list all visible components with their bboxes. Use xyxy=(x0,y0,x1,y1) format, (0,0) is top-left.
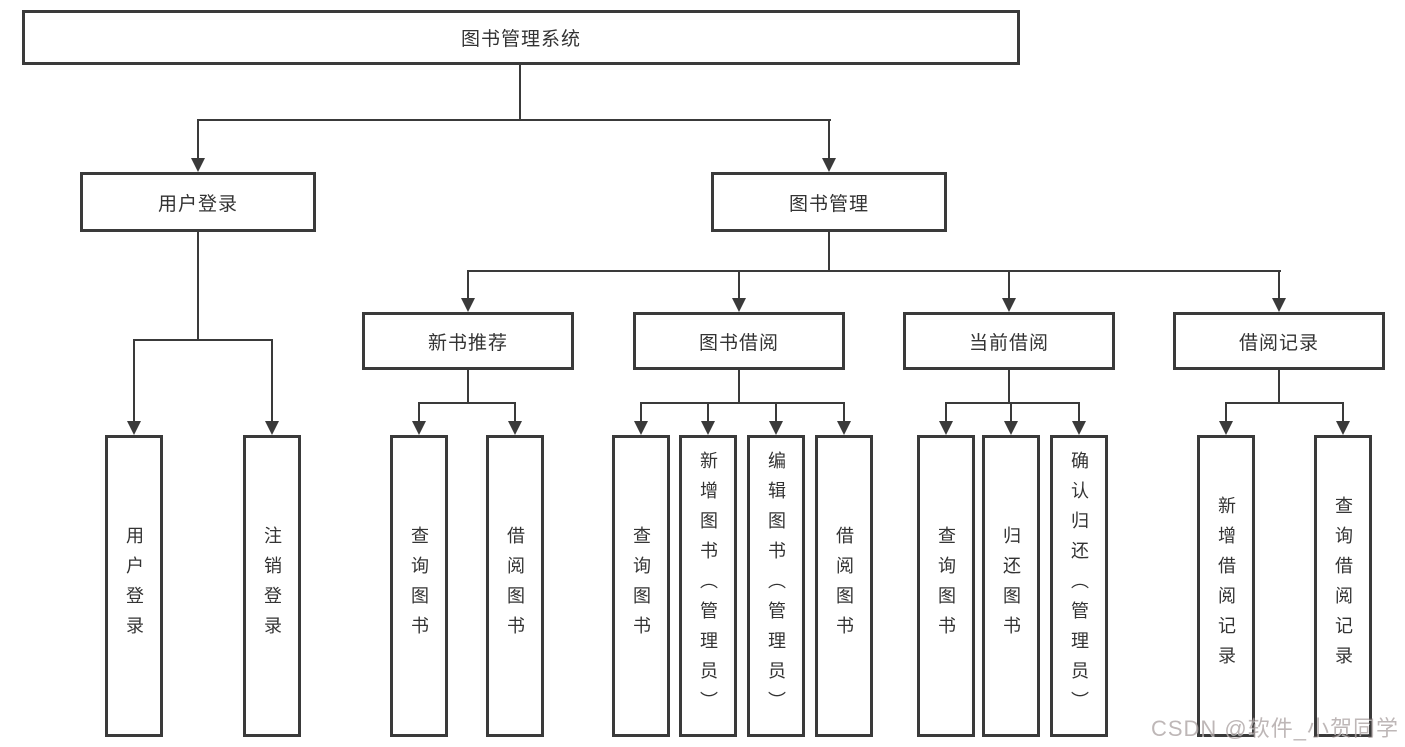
node-library-management-system: 图书管理系统 xyxy=(22,10,1020,65)
node-label: 借阅图书 xyxy=(505,526,525,646)
leaf-cb-confirm-return-admin: 确认归还（管理员） xyxy=(1050,435,1108,737)
arrowhead xyxy=(939,421,953,435)
node-label: 图书管理系统 xyxy=(460,29,581,50)
node-label: 借阅记录 xyxy=(1238,332,1319,354)
arrowhead xyxy=(127,421,141,435)
node-user-login: 用户登录 xyxy=(80,172,316,232)
node-label: 借阅图书 xyxy=(834,526,854,646)
connector-line xyxy=(133,339,135,423)
connector-line xyxy=(738,270,740,300)
connector-line xyxy=(197,232,199,340)
leaf-bb-edit-book-admin: 编辑图书（管理员） xyxy=(747,435,805,737)
connector-line xyxy=(133,339,273,341)
arrowhead xyxy=(265,421,279,435)
connector-line xyxy=(418,402,420,423)
node-label: 确认归还（管理员） xyxy=(1069,451,1089,721)
arrowhead xyxy=(1336,421,1350,435)
node-borrowing-records: 借阅记录 xyxy=(1173,312,1385,370)
connector-line xyxy=(271,339,273,423)
connector-line xyxy=(1342,402,1344,423)
node-label: 查询图书 xyxy=(631,526,651,646)
connector-line xyxy=(1225,402,1344,404)
leaf-bb-add-book-admin: 新增图书（管理员） xyxy=(679,435,737,737)
connector-line xyxy=(418,402,516,404)
node-label: 查询图书 xyxy=(409,526,429,646)
leaf-cb-query-book: 查询图书 xyxy=(917,435,975,737)
connector-line xyxy=(1010,402,1012,423)
arrowhead xyxy=(461,298,475,312)
node-label: 图书借阅 xyxy=(698,332,779,354)
connector-line xyxy=(640,402,642,423)
leaf-rec-query-book: 查询图书 xyxy=(390,435,448,737)
connector-line xyxy=(1278,270,1280,300)
connector-line xyxy=(1225,402,1227,423)
node-label: 新增借阅记录 xyxy=(1216,496,1236,676)
connector-line xyxy=(514,402,516,423)
arrowhead xyxy=(1219,421,1233,435)
arrowhead xyxy=(1272,298,1286,312)
connector-line xyxy=(1008,270,1010,300)
arrowhead xyxy=(634,421,648,435)
connector-line xyxy=(828,232,830,272)
connector-line xyxy=(467,270,1281,272)
connector-line xyxy=(945,402,1080,404)
arrowhead xyxy=(732,298,746,312)
connector-line xyxy=(197,119,831,121)
node-label: 用户登录 xyxy=(124,526,144,646)
node-label: 归还图书 xyxy=(1001,526,1021,646)
arrowhead xyxy=(1072,421,1086,435)
node-label: 用户登录 xyxy=(157,193,238,215)
leaf-logout: 注销登录 xyxy=(243,435,301,737)
node-current-borrowing: 当前借阅 xyxy=(903,312,1115,370)
arrowhead xyxy=(769,421,783,435)
connector-line xyxy=(945,402,947,423)
leaf-bb-query-book: 查询图书 xyxy=(612,435,670,737)
node-label: 当前借阅 xyxy=(968,332,1049,354)
leaf-bb-borrow-book: 借阅图书 xyxy=(815,435,873,737)
connector-line xyxy=(1008,370,1010,404)
connector-line xyxy=(640,402,845,404)
connector-line xyxy=(519,65,521,121)
connector-line xyxy=(1278,370,1280,404)
node-label: 查询借阅记录 xyxy=(1333,496,1353,676)
arrowhead xyxy=(508,421,522,435)
arrowhead xyxy=(1004,421,1018,435)
node-label: 图书管理 xyxy=(788,193,869,215)
arrowhead xyxy=(412,421,426,435)
connector-line xyxy=(467,270,469,300)
node-label: 注销登录 xyxy=(262,526,282,646)
connector-line xyxy=(775,402,777,423)
node-label: 编辑图书（管理员） xyxy=(766,451,786,721)
leaf-rec-borrow-book: 借阅图书 xyxy=(486,435,544,737)
node-new-book-recommendation: 新书推荐 xyxy=(362,312,574,370)
arrowhead xyxy=(191,158,205,172)
leaf-br-query-record: 查询借阅记录 xyxy=(1314,435,1372,737)
connector-line xyxy=(197,119,199,160)
node-label: 新增图书（管理员） xyxy=(698,451,718,721)
node-book-management: 图书管理 xyxy=(711,172,947,232)
csdn-watermark: CSDN @软件_小贺同学 xyxy=(1150,716,1399,741)
leaf-br-add-record: 新增借阅记录 xyxy=(1197,435,1255,737)
node-label: 新书推荐 xyxy=(427,332,508,354)
leaf-cb-return-book: 归还图书 xyxy=(982,435,1040,737)
arrowhead xyxy=(1002,298,1016,312)
connector-line xyxy=(738,370,740,404)
connector-line xyxy=(828,119,830,160)
connector-line xyxy=(467,370,469,404)
leaf-user-login: 用户登录 xyxy=(105,435,163,737)
node-book-borrowing: 图书借阅 xyxy=(633,312,845,370)
connector-line xyxy=(1078,402,1080,423)
connector-line xyxy=(843,402,845,423)
arrowhead xyxy=(822,158,836,172)
arrowhead xyxy=(701,421,715,435)
connector-line xyxy=(707,402,709,423)
node-label: 查询图书 xyxy=(936,526,956,646)
arrowhead xyxy=(837,421,851,435)
